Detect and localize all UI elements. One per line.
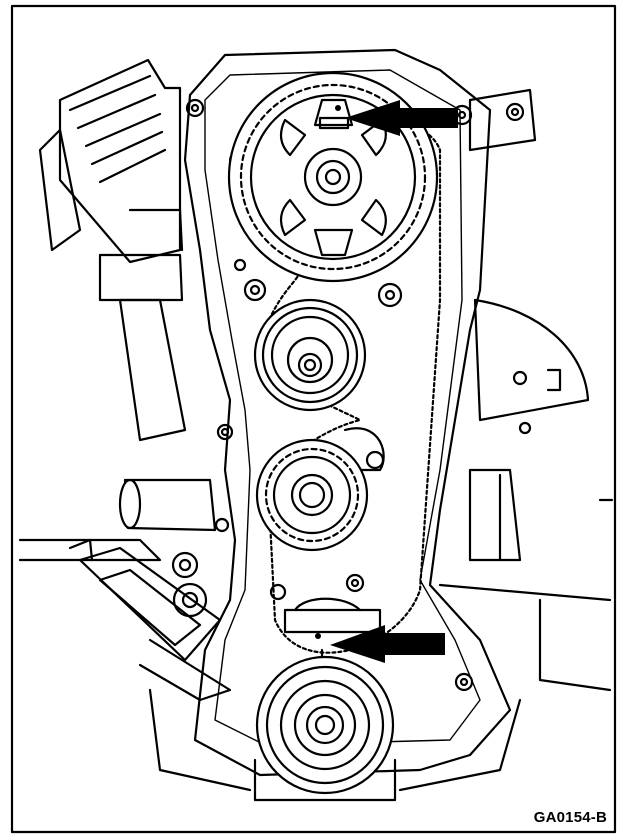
lower-block-outline-icon — [148, 688, 522, 792]
crankshaft-timing-mark-arrow-icon — [330, 625, 445, 663]
timing-belt-cover-icon — [183, 48, 512, 777]
intake-manifold-icon — [18, 58, 187, 562]
crankshaft-sprocket-icon — [255, 438, 369, 552]
camshaft-timing-mark-arrow-icon — [345, 100, 458, 136]
frame-border-icon — [10, 4, 617, 834]
crankshaft-pulley-icon — [253, 655, 397, 802]
alternator-bracket-icon — [438, 88, 614, 692]
coolant-outlet-icon — [118, 478, 217, 532]
distributor-icon — [68, 538, 232, 702]
camshaft-sprocket-icon — [227, 71, 439, 283]
figure-label: GA0154-B — [533, 809, 607, 826]
belt-tensioner-pulley-icon — [253, 298, 367, 412]
idler-pulley-icon — [343, 427, 385, 472]
